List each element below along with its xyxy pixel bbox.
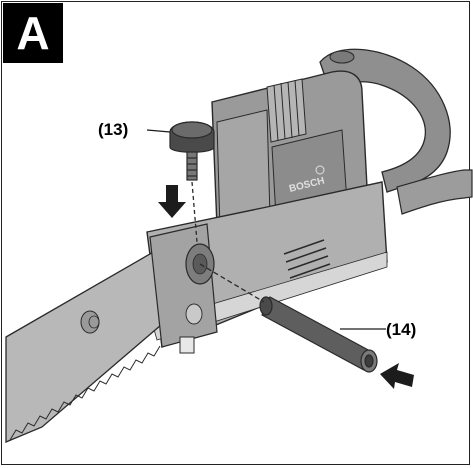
wrench-tool — [259, 296, 378, 373]
panel-label: A — [3, 3, 63, 63]
knob-screw — [169, 121, 215, 181]
handle-knob — [329, 50, 355, 64]
vent-ribs-top — [266, 78, 307, 143]
insert-left-arrow — [380, 363, 414, 389]
knob-guide-line — [191, 181, 198, 243]
insert-down-arrow — [158, 185, 186, 218]
callout-14: (14) — [386, 320, 417, 339]
saw-blade — [5, 246, 183, 443]
blade-teeth — [9, 345, 161, 441]
lock-indicator — [185, 303, 203, 325]
front-lock-button — [179, 336, 195, 354]
leader-13 — [146, 129, 171, 133]
blade-rivet — [80, 310, 100, 334]
tool-guide-line — [199, 263, 265, 303]
blade-clamp-plate — [149, 223, 218, 348]
power-cable — [396, 169, 473, 215]
brand-emblem — [315, 165, 325, 175]
base-vents — [283, 239, 331, 279]
blade-emblem — [88, 315, 100, 329]
callout-13: (13) — [98, 120, 129, 139]
